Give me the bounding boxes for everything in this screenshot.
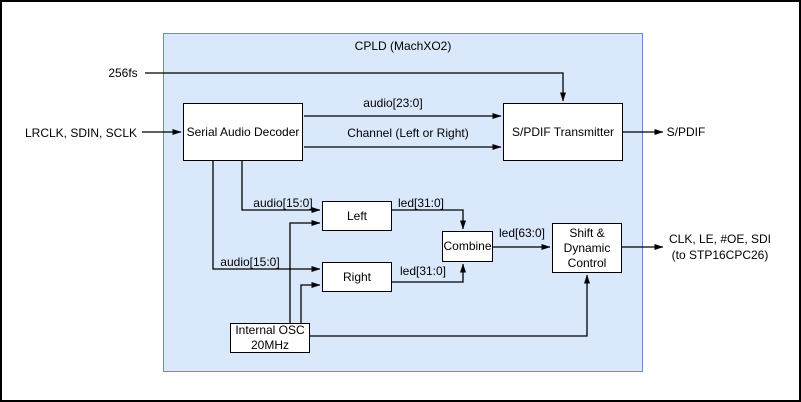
label-led32-right: led[31:0] [399,264,447,278]
block-left: Left [322,201,392,231]
block-internal-osc: Internal OSC 20MHz [230,323,310,353]
block-combine-label: Combine [443,239,492,253]
label-spdif-output: S/PDIF [666,125,706,139]
cpld-container-title: CPLD (MachXO2) [354,39,452,53]
wire-osc-to-left [289,220,321,323]
block-serial-audio-decoder-label: Serial Audio Decoder [186,124,300,139]
block-spdif-transmitter: S/PDIF Transmitter [503,103,623,161]
block-shift-label-line1: Shift & [569,225,605,240]
label-shift-output: CLK, LE, #OE, SDI (to STP16CPC26) [669,231,771,263]
wire-led32-right-to-combine [392,263,466,283]
wire-led32-left-to-combine [392,209,466,230]
wire-audio16-decoder-to-right [212,161,321,272]
label-serial-input: LRCLK, SDIN, SCLK [24,126,138,140]
block-right-label: Right [342,269,371,284]
block-right: Right [322,262,392,292]
block-combine: Combine [442,231,493,262]
block-serial-audio-decoder: Serial Audio Decoder [183,103,303,161]
wire-osc-to-shift [310,274,590,337]
label-shift-output-line2: (to STP16CPC26) [671,248,769,262]
label-shift-output-line1: CLK, LE, #OE, SDI [668,232,772,246]
block-shift-dynamic-control: Shift & Dynamic Control [552,223,622,273]
block-shift-label-line3: Control [567,255,607,270]
label-channel: Channel (Left or Right) [347,126,469,140]
block-internal-osc-label-line2: 20MHz [250,338,289,352]
label-audio24: audio[23:0] [363,96,423,110]
label-audio16-left: audio[15:0] [253,196,313,210]
block-left-label: Left [346,208,367,223]
block-spdif-transmitter-label: S/PDIF Transmitter [511,124,615,139]
label-audio16-right: audio[15:0] [220,255,280,269]
label-led64: led[63:0] [498,226,546,240]
block-internal-osc-label-line1: Internal OSC [235,323,305,337]
label-led32-left: led[31:0] [397,196,445,210]
wire-audio16-decoder-to-left [241,161,321,213]
wire-osc-to-right [300,282,321,323]
wire-256fs-to-spdif-transmitter [145,72,566,102]
block-shift-label-line2: Dynamic [563,240,611,255]
label-256fs: 256fs [108,66,138,80]
